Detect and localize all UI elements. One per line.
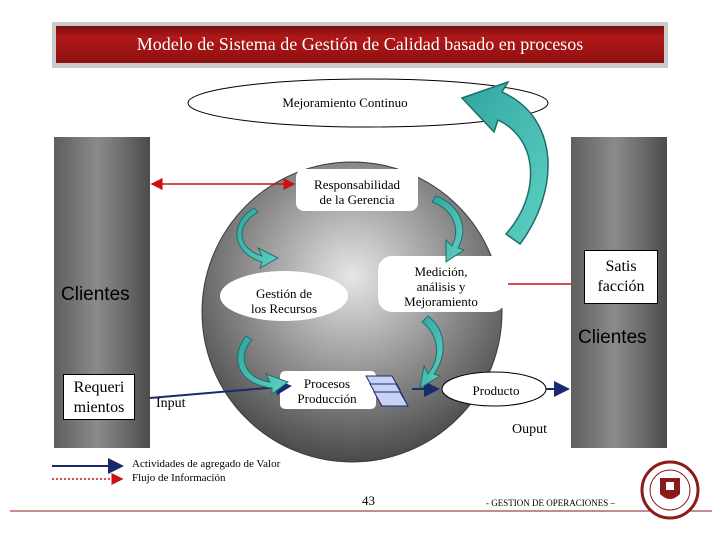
university-seal-logo bbox=[640, 460, 700, 520]
input-flow-arrow bbox=[149, 379, 292, 399]
improvement-arrow-icon bbox=[460, 80, 549, 246]
customers-right-label: Clientes bbox=[578, 327, 647, 348]
requirements-line: Requeri bbox=[73, 379, 125, 396]
requirements-box: Requeri mientos bbox=[63, 374, 135, 420]
legend-value-label: Actividades de agregado de Valor bbox=[132, 458, 281, 470]
measurement-label: Medición, análisis y Mejoramiento bbox=[404, 264, 478, 309]
cycle-arrow-icon bbox=[431, 195, 466, 263]
footer-label: - GESTION DE OPERACIONES – bbox=[486, 498, 615, 508]
cycle-arrow-icon bbox=[237, 335, 290, 395]
satisfaction-line: Satis bbox=[605, 258, 637, 275]
input-label: Input bbox=[156, 396, 186, 411]
resource-management-label: Gestión de los Recursos bbox=[250, 286, 318, 316]
documents-icon bbox=[365, 375, 409, 407]
product-label: Producto bbox=[472, 383, 520, 398]
legend-info-label: Flujo de Información bbox=[132, 472, 226, 484]
responsibility-box bbox=[296, 169, 418, 211]
slide-title: Modelo de Sistema de Gestión de Calidad … bbox=[56, 26, 664, 63]
processes-label: Procesos Producción bbox=[297, 376, 357, 406]
cycle-arrow-icon bbox=[236, 207, 280, 270]
continuous-improvement-label: Mejoramiento Continuo bbox=[282, 95, 408, 110]
management-responsibility-label: Responsabilidad de la Gerencia bbox=[314, 177, 400, 207]
improvement-ellipse bbox=[187, 78, 549, 128]
satisfaction-box: Satis facción bbox=[584, 250, 658, 304]
satisfaction-line: facción bbox=[597, 278, 645, 295]
page-number: 43 bbox=[362, 493, 375, 508]
output-label: Ouput bbox=[512, 422, 547, 437]
resource-box bbox=[220, 271, 348, 321]
processes-box bbox=[280, 371, 376, 409]
cycle-arrow-icon bbox=[419, 315, 444, 389]
measurement-box bbox=[378, 256, 506, 312]
requirements-line: mientos bbox=[73, 399, 125, 416]
customers-left-label: Clientes bbox=[61, 284, 130, 305]
